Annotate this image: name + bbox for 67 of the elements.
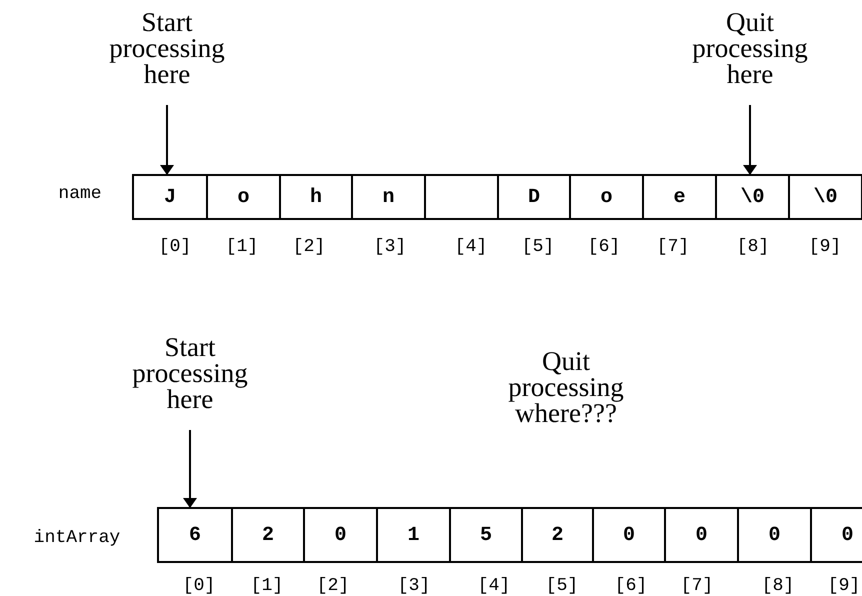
index-label: [2]: [292, 237, 326, 257]
index-label: [3]: [374, 237, 406, 257]
arrow: [160, 105, 174, 175]
annotation-text: Start processing here: [92, 9, 242, 87]
array-cell: [715, 174, 790, 220]
cell-value: 0: [841, 524, 854, 546]
array-cell: [497, 174, 571, 220]
index-label: [7]: [680, 576, 714, 596]
array-cell: [376, 507, 451, 563]
cell-value: o: [600, 186, 612, 208]
array-cell: [449, 507, 523, 563]
index-label: [4]: [478, 576, 510, 596]
array-cell: [569, 174, 644, 220]
array-cell: [424, 174, 499, 220]
array-cell: [664, 507, 739, 563]
array-cell: [231, 507, 305, 563]
cell-value: 2: [551, 524, 564, 546]
cell-value: 0: [334, 524, 346, 546]
cell-value: 0: [622, 524, 635, 546]
index-label: [6]: [588, 237, 620, 257]
cell-value: D: [528, 186, 540, 208]
cell-value: 0: [695, 524, 708, 546]
index-label: [6]: [614, 576, 648, 596]
array-name: name: [58, 184, 102, 204]
annotation-text: Quit processing where???: [507, 348, 625, 426]
array-cell: [279, 174, 353, 220]
index-label: [0]: [182, 576, 216, 596]
cell-value: e: [673, 186, 686, 208]
array-cell: [206, 174, 281, 220]
arrow: [183, 430, 197, 508]
cell-value: \0: [813, 186, 838, 208]
annotation-text: Start processing here: [115, 334, 265, 412]
index-label: [1]: [250, 576, 284, 596]
annotation-text: Quit processing here: [675, 9, 825, 87]
array-cell: [132, 174, 208, 220]
array-cell: [521, 507, 594, 563]
cell-value: h: [310, 186, 322, 208]
array-cell: [351, 174, 426, 220]
cell-value: J: [164, 186, 176, 208]
cell-value: 5: [480, 524, 492, 546]
index-label: [8]: [736, 237, 770, 257]
cell-value: 6: [188, 524, 201, 546]
index-label: [2]: [316, 576, 350, 596]
cell-value: o: [237, 186, 250, 208]
array-cell: [303, 507, 378, 563]
index-label: [7]: [656, 237, 690, 257]
index-label: [9]: [828, 576, 860, 596]
index-label: [3]: [398, 576, 430, 596]
arrow: [743, 105, 757, 175]
index-label: [8]: [762, 576, 794, 596]
array-cell: [642, 174, 717, 220]
index-label: [1]: [226, 237, 258, 257]
array-cell: [788, 174, 862, 220]
cell-value: n: [382, 186, 394, 208]
index-label: [4]: [454, 237, 488, 257]
cell-value: 2: [262, 524, 274, 546]
array-cell: [592, 507, 666, 563]
array-cell: [737, 507, 812, 563]
array-cell: [157, 507, 233, 563]
cell-value: \0: [740, 186, 764, 208]
array-name: intArray: [34, 528, 120, 548]
index-label: [9]: [808, 237, 842, 257]
cell-value: 1: [407, 524, 420, 546]
index-label: [5]: [522, 237, 554, 257]
cell-value: 0: [768, 524, 780, 546]
index-label: [5]: [546, 576, 578, 596]
index-label: [0]: [158, 237, 192, 257]
